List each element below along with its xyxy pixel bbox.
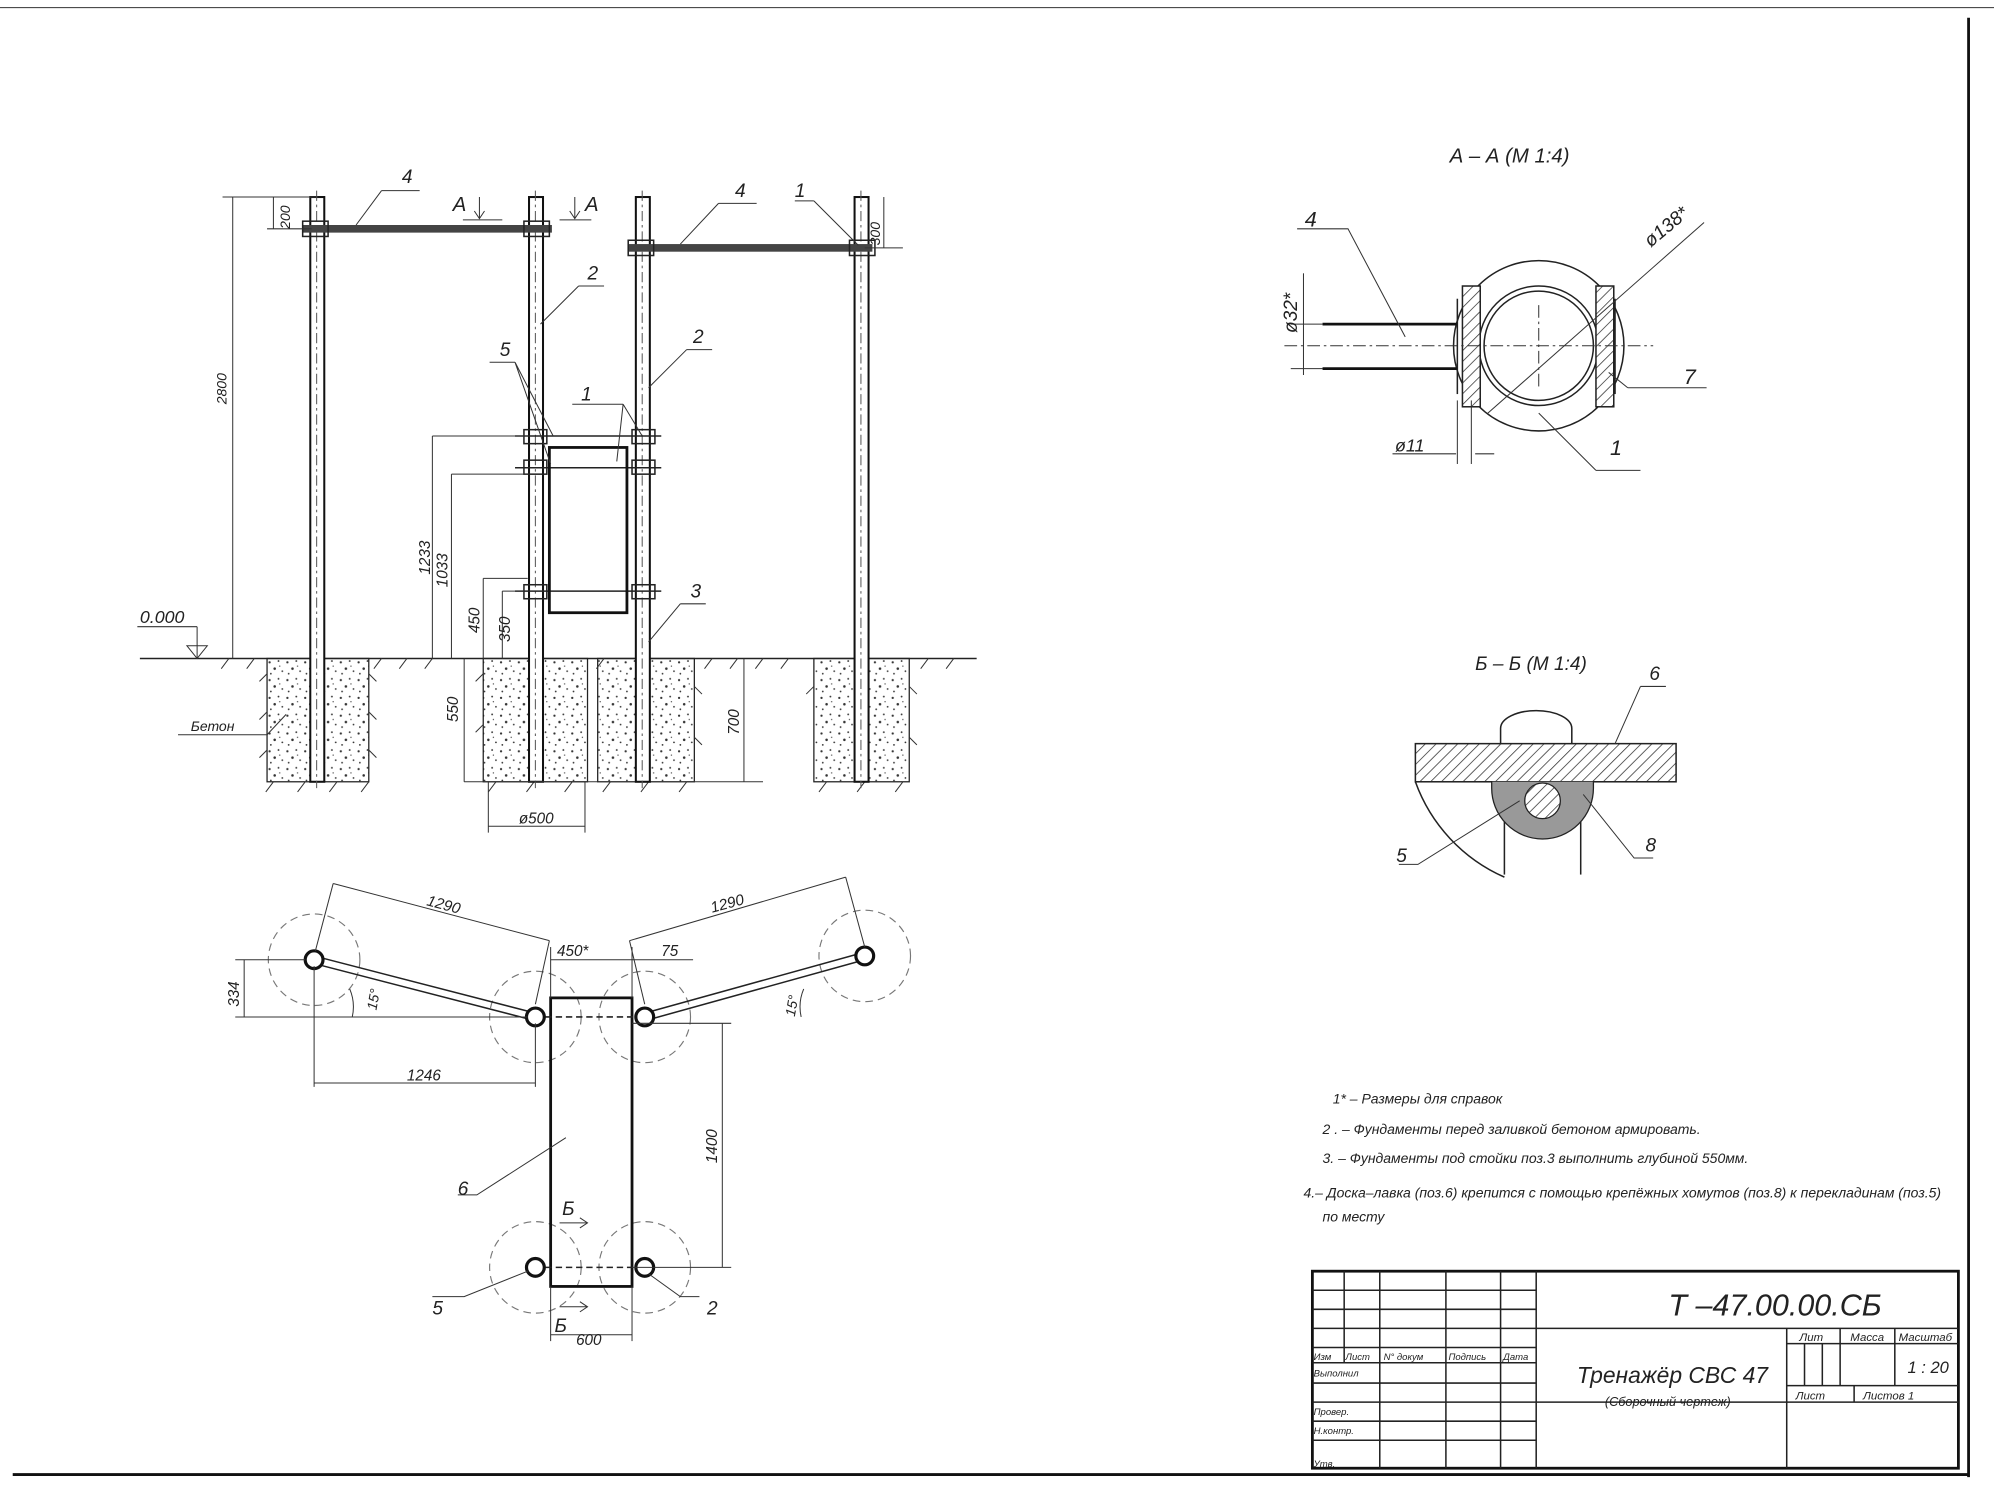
callout-5: 5 (1396, 846, 1407, 867)
dim-550: 550 (445, 696, 462, 722)
note: 4.– Доска–лавка (поз.6) крепится с помощ… (1303, 1184, 1941, 1200)
notes: 1* – Размеры для справок 2 . – Фундамент… (1303, 1090, 1941, 1224)
note: 1* – Размеры для справок (1333, 1090, 1504, 1106)
dim-1400: 1400 (704, 1129, 721, 1163)
sheets-count: Листов 1 (1862, 1391, 1914, 1403)
dim-450: 450 (466, 607, 483, 633)
drawing-name: Тренажёр СВС 47 (1577, 1362, 1769, 1388)
section-mark-b: Б (562, 1199, 574, 1220)
note: 2 . – Фундаменты перед заливкой бетоном … (1322, 1121, 1701, 1137)
title-block: Т –47.00.00.СБ Тренажёр СВС 47 (Сборочны… (1310, 1269, 1960, 1470)
callout-8: 8 (1646, 836, 1657, 857)
dim-75: 75 (661, 943, 678, 960)
concrete-label: Бетон (191, 718, 235, 734)
dim-300: 300 (867, 222, 883, 246)
callout-1: 1 (581, 384, 592, 405)
callout-6: 6 (1649, 664, 1660, 685)
callout-4: 4 (402, 167, 413, 188)
callout-1: 1 (795, 181, 806, 202)
bench-board (547, 446, 629, 615)
header-list: Лист (1344, 1352, 1370, 1363)
section-a-a: А – А (М 1:4) ø32* ø138* ø11 4 7 1 (1281, 146, 1707, 471)
callout-3: 3 (691, 581, 702, 602)
dim-d11: ø11 (1395, 435, 1424, 455)
sheet-label: Лист (1795, 1391, 1825, 1403)
plan-view: 1290 1290 450* 75 334 15° 15° 1246 1400 … (226, 876, 912, 1349)
section-title: Б – Б (М 1:4) (1475, 654, 1587, 675)
callout-2: 2 (587, 264, 599, 285)
callout-4: 4 (735, 181, 746, 202)
section-mark-a: А (452, 194, 467, 216)
header-doc: N° докум (1384, 1352, 1424, 1363)
scale-value: 1 : 20 (1908, 1358, 1950, 1377)
post (528, 196, 545, 783)
callout-2: 2 (692, 327, 704, 348)
dim-1233: 1233 (417, 540, 434, 574)
callout-6: 6 (458, 1179, 469, 1200)
post (853, 196, 870, 783)
callout-7: 7 (1684, 364, 1697, 389)
header-izm: Изм (1314, 1352, 1332, 1363)
crossbar (302, 225, 552, 233)
callout-4: 4 (1305, 206, 1317, 231)
role-approve: Утв. (1313, 1459, 1336, 1470)
note: по месту (1323, 1209, 1386, 1225)
dim-d500: ø500 (519, 811, 554, 828)
level-mark: 0.000 (140, 607, 185, 627)
dim-450-ref: 450* (557, 943, 589, 960)
mass-label: Масса (1850, 1332, 1884, 1344)
section-b-b: Б – Б (М 1:4) 6 5 8 (1396, 654, 1677, 878)
post (634, 196, 651, 783)
sheet-frame (0, 7, 1994, 1478)
dim-2800: 2800 (213, 373, 229, 405)
angle-15: 15° (364, 987, 384, 1011)
dim-334: 334 (226, 981, 243, 1006)
post (309, 196, 326, 783)
dim-700: 700 (726, 709, 743, 735)
dim-350: 350 (497, 616, 514, 642)
crossbar (628, 244, 873, 252)
dim-1290: 1290 (425, 893, 463, 918)
section-title: А – А (М 1:4) (1449, 146, 1570, 168)
header-date: Дата (1502, 1352, 1528, 1363)
role-ncontr: Н.контр. (1314, 1426, 1354, 1437)
note: 3. – Фундаменты под стойки поз.3 выполни… (1323, 1150, 1749, 1166)
drawing-subtitle: (Сборочный чертеж) (1605, 1394, 1731, 1409)
section-mark-a: А (584, 194, 599, 216)
callout-1: 1 (1610, 435, 1622, 460)
bench-board-plan (549, 996, 634, 1288)
dim-1033: 1033 (435, 553, 452, 587)
callout-5: 5 (432, 1298, 443, 1319)
dim-600: 600 (576, 1332, 602, 1349)
callout-5: 5 (500, 340, 511, 361)
section-mark-b: Б (554, 1316, 566, 1337)
dim-d32: ø32* (1281, 292, 1302, 333)
drawing-code: Т –47.00.00.СБ (1668, 1289, 1881, 1323)
dim-d138: ø138* (1640, 203, 1693, 252)
role-done: Выполнил (1314, 1369, 1360, 1380)
callout-2: 2 (706, 1298, 718, 1319)
dim-200: 200 (277, 205, 293, 230)
dim-1246: 1246 (407, 1068, 441, 1085)
angle-15: 15° (782, 993, 802, 1017)
lit-label: Лит (1798, 1332, 1823, 1344)
scale-label: Масштаб (1899, 1332, 1953, 1344)
front-elevation-view: 2800 200 300 1233 1033 450 350 550 700 ø… (137, 167, 977, 833)
role-check: Провер. (1314, 1407, 1349, 1418)
dim-1290: 1290 (709, 891, 747, 916)
header-sign: Подпись (1448, 1352, 1486, 1363)
